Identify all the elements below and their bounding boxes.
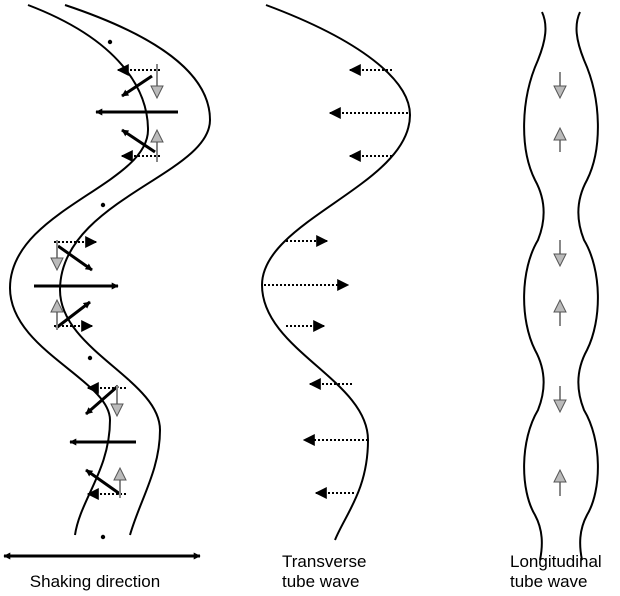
tracer-dot xyxy=(107,39,113,45)
tracer-dot xyxy=(100,202,106,208)
transverse-caption: Transverse tube wave xyxy=(282,552,366,592)
caption-text: Shaking direction xyxy=(29,572,161,591)
longitudinal-wall-left xyxy=(523,11,547,561)
longitudinal-caption: Longitudinal tube wave xyxy=(510,552,602,592)
caption-line-1: Transverse xyxy=(282,552,367,571)
caption-line-2: tube wave xyxy=(510,572,588,591)
shaking-direction-caption: Shaking direction xyxy=(0,572,190,592)
tracer-dot xyxy=(100,534,106,540)
caption-line-1: Longitudinal xyxy=(510,552,602,571)
caption-line-2: tube wave xyxy=(282,572,360,591)
flow-arrows xyxy=(553,72,567,496)
component-arrow xyxy=(121,128,156,154)
longitudinal-panel xyxy=(523,11,599,561)
transverse-panel xyxy=(260,4,412,541)
transverse-wave-curve xyxy=(260,4,412,541)
shaking-panel xyxy=(3,4,212,560)
tube-wall-right xyxy=(58,4,212,536)
flow-arrows xyxy=(50,64,164,498)
component-arrow xyxy=(121,74,153,98)
tube-wall-left xyxy=(8,4,150,536)
tracer-dot xyxy=(87,355,93,361)
longitudinal-wall-right xyxy=(575,11,599,561)
component-arrow xyxy=(85,468,121,496)
component-arrow xyxy=(85,384,119,416)
component-arrow xyxy=(55,300,91,330)
component-arrow xyxy=(57,244,93,272)
